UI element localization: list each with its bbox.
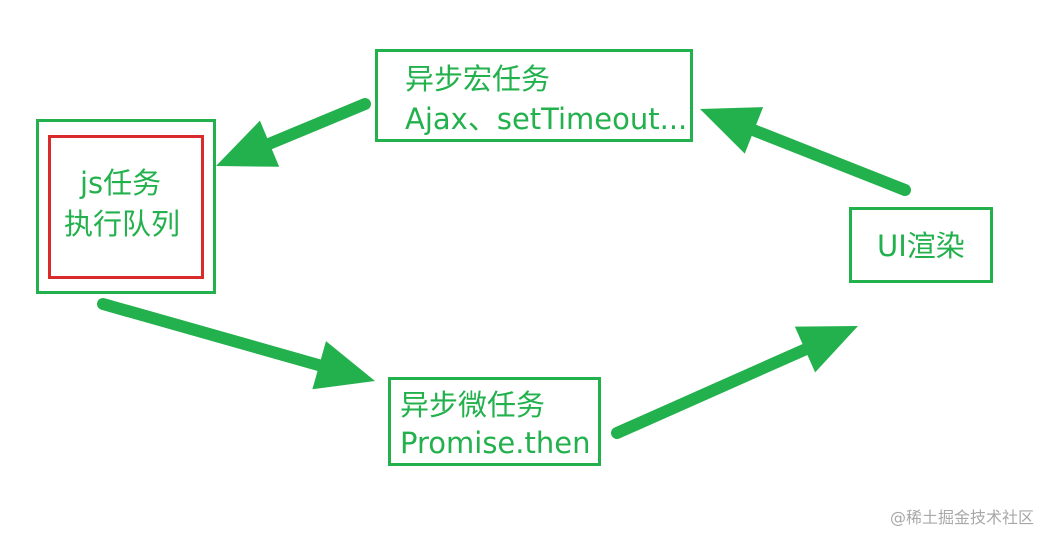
js-task-label: js任务 — [80, 166, 162, 200]
arrow-shaft — [258, 98, 371, 153]
arrow-shaft — [97, 298, 331, 373]
ui-render-label: UI渲染 — [877, 229, 965, 263]
arrow-ui_render-to-macro_task — [700, 107, 911, 196]
arrow-head — [794, 326, 858, 373]
arrow-js_task_queue-to-micro_task — [97, 298, 375, 390]
execution-queue-label: 执行队列 — [64, 207, 181, 241]
arrow-macro_task-to-js_task_queue — [216, 98, 371, 167]
watermark: @稀土掘金技术社区 — [889, 508, 1034, 527]
arrow-head — [312, 341, 375, 390]
micro-task-box: 异步微任务 Promise.then — [388, 377, 601, 466]
js-task-queue-highlight — [48, 135, 204, 279]
micro-task-title: 异步微任务 — [400, 388, 546, 422]
arrow-head — [700, 107, 764, 154]
ui-render-box: UI渲染 — [849, 207, 993, 283]
arrow-shaft — [742, 122, 911, 196]
macro-task-title: 异步宏任务 — [405, 62, 551, 96]
micro-task-examples: Promise.then — [400, 426, 591, 460]
macro-task-examples: Ajax、setTimeout... — [405, 102, 688, 136]
js-task-queue-box: js任务 执行队列 — [36, 119, 216, 294]
macro-task-box: 异步宏任务 Ajax、setTimeout... — [375, 49, 693, 142]
arrow-head — [216, 120, 280, 167]
arrow-micro_task-to-ui_render — [611, 326, 858, 439]
arrow-shaft — [611, 341, 817, 439]
